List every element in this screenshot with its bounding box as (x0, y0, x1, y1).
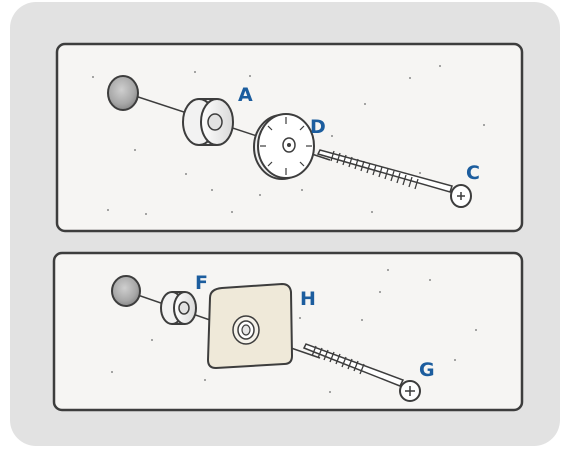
label-d: D (310, 116, 326, 138)
adjustment-dial-d (253, 113, 315, 180)
label-f: F (195, 272, 208, 294)
screw-g (302, 343, 421, 402)
top-panel: A D C (55, 42, 524, 233)
spacer-f (160, 291, 197, 325)
spacer-a (182, 98, 234, 146)
wall-hole-bottom (111, 275, 141, 307)
screw-c (316, 149, 472, 208)
wall-hole-top (107, 75, 139, 111)
label-c: C (466, 162, 480, 184)
mounting-plate-h (206, 282, 294, 370)
label-h: H (300, 288, 316, 310)
label-a: A (238, 84, 253, 106)
wall-texture (111, 269, 477, 393)
label-g: G (419, 359, 435, 381)
bottom-panel: F H G (52, 251, 524, 412)
wall-texture (92, 65, 485, 215)
